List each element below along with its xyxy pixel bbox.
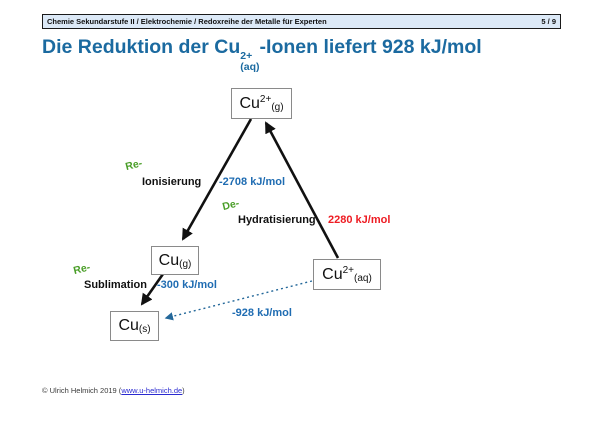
- ionisierung-arrow: [181, 118, 253, 241]
- author-website-link[interactable]: www.u-helmich.de: [121, 386, 183, 395]
- breadcrumb: Chemie Sekundarstufe II / Elektrochemie …: [47, 17, 327, 26]
- title-charge: 2+: [240, 50, 253, 62]
- net-reduction-energy-value: -928 kJ/mol: [232, 307, 292, 319]
- node-element: Cu: [239, 94, 260, 112]
- node-cu-gas: Cu(g): [151, 246, 199, 275]
- page-number: 5 / 9: [541, 17, 556, 26]
- copyright-close: ): [182, 386, 185, 395]
- footer-copyright: © Ulrich Helmich 2019 (www.u-helmich.de): [42, 386, 185, 395]
- node-element: Cu: [322, 265, 343, 283]
- hydratisierung-energy-value: 2280 kJ/mol: [328, 214, 391, 226]
- title-state: (aq): [240, 60, 260, 73]
- sublimation-label: Sublimation: [84, 279, 147, 291]
- sublimation-energy-value: -300 kJ/mol: [157, 279, 217, 291]
- node-cu-solid: Cu(s): [110, 311, 159, 341]
- ionisierung-energy-value: -2708 kJ/mol: [219, 176, 286, 188]
- sublimation-arrow: [140, 273, 165, 306]
- hydratisierung-label: Hydratisierung: [238, 214, 316, 226]
- node-element: Cu: [158, 251, 180, 269]
- copyright-text: © Ulrich Helmich 2019 (: [42, 386, 122, 395]
- title-suffix: -Ionen liefert 928 kJ/mol: [259, 36, 482, 58]
- net-reduction-dotted-arrow: [164, 280, 313, 321]
- title-charge-state-stack: 2+(aq): [240, 51, 259, 72]
- ionisierung-label: Ionisierung: [142, 176, 202, 188]
- title-prefix: Die Reduktion der Cu: [42, 36, 241, 58]
- header-bar: Chemie Sekundarstufe II / Elektrochemie …: [42, 14, 561, 29]
- hydratisierung-arrow: [264, 121, 340, 259]
- node-element: Cu: [118, 317, 139, 334]
